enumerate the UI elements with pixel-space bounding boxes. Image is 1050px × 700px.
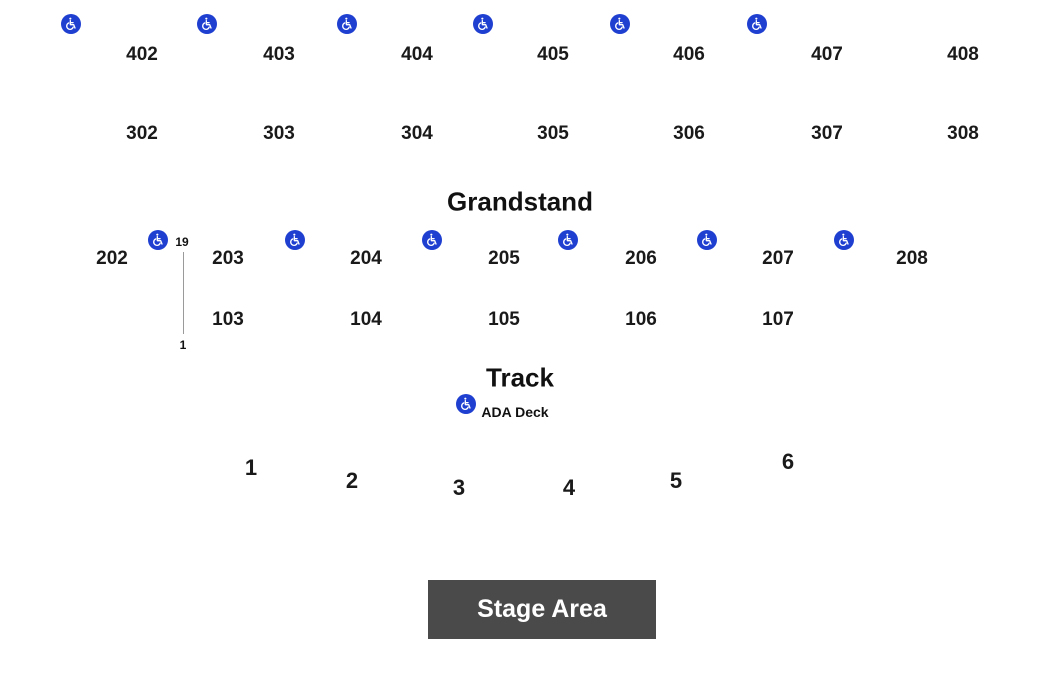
grandstand-label: Grandstand <box>447 186 593 217</box>
section-205[interactable]: 205 <box>488 248 520 269</box>
section-303[interactable]: 303 <box>263 123 295 144</box>
section-206[interactable]: 206 <box>625 248 657 269</box>
section-404[interactable]: 404 <box>401 44 433 65</box>
section-302[interactable]: 302 <box>126 123 158 144</box>
row-marker-top: 19 <box>175 235 189 249</box>
wheelchair-icon[interactable] <box>610 14 630 34</box>
wheelchair-icon[interactable] <box>456 394 476 414</box>
floor-section-6[interactable]: 6 <box>781 449 795 474</box>
section-405[interactable]: 405 <box>537 44 569 65</box>
section-204[interactable]: 204 <box>350 248 382 269</box>
track-label: Track <box>486 362 554 393</box>
row-divider <box>183 252 184 334</box>
section-203[interactable]: 203 <box>212 248 244 269</box>
section-308[interactable]: 308 <box>947 123 979 144</box>
stage-area: Stage Area <box>428 580 656 639</box>
wheelchair-icon[interactable] <box>61 14 81 34</box>
section-107[interactable]: 107 <box>762 309 794 330</box>
section-207[interactable]: 207 <box>762 248 794 269</box>
section-406[interactable]: 406 <box>673 44 705 65</box>
section-202[interactable]: 202 <box>96 248 128 269</box>
ada-deck-label: ADA Deck <box>481 404 549 420</box>
section-304[interactable]: 304 <box>401 123 433 144</box>
section-105[interactable]: 105 <box>488 309 520 330</box>
wheelchair-icon[interactable] <box>337 14 357 34</box>
section-306[interactable]: 306 <box>673 123 705 144</box>
section-407[interactable]: 407 <box>811 44 843 65</box>
floor-section-5[interactable]: 5 <box>669 468 683 493</box>
wheelchair-icon[interactable] <box>697 230 717 250</box>
section-305[interactable]: 305 <box>537 123 569 144</box>
wheelchair-icon[interactable] <box>473 14 493 34</box>
section-106[interactable]: 106 <box>625 309 657 330</box>
wheelchair-icon[interactable] <box>285 230 305 250</box>
floor-section-3[interactable]: 3 <box>452 475 466 500</box>
section-403[interactable]: 403 <box>263 44 295 65</box>
wheelchair-icon[interactable] <box>148 230 168 250</box>
row-marker-bottom: 1 <box>179 338 187 352</box>
floor-section-4[interactable]: 4 <box>562 475 576 500</box>
wheelchair-icon[interactable] <box>558 230 578 250</box>
section-208[interactable]: 208 <box>896 248 928 269</box>
section-103[interactable]: 103 <box>212 309 244 330</box>
section-307[interactable]: 307 <box>811 123 843 144</box>
wheelchair-icon[interactable] <box>197 14 217 34</box>
section-104[interactable]: 104 <box>350 309 382 330</box>
wheelchair-icon[interactable] <box>834 230 854 250</box>
wheelchair-icon[interactable] <box>422 230 442 250</box>
section-408[interactable]: 408 <box>947 44 979 65</box>
floor-section-1[interactable]: 1 <box>244 455 258 480</box>
wheelchair-icon[interactable] <box>747 14 767 34</box>
stage-label: Stage Area <box>477 595 607 623</box>
section-402[interactable]: 402 <box>126 44 158 65</box>
floor-section-2[interactable]: 2 <box>345 468 359 493</box>
